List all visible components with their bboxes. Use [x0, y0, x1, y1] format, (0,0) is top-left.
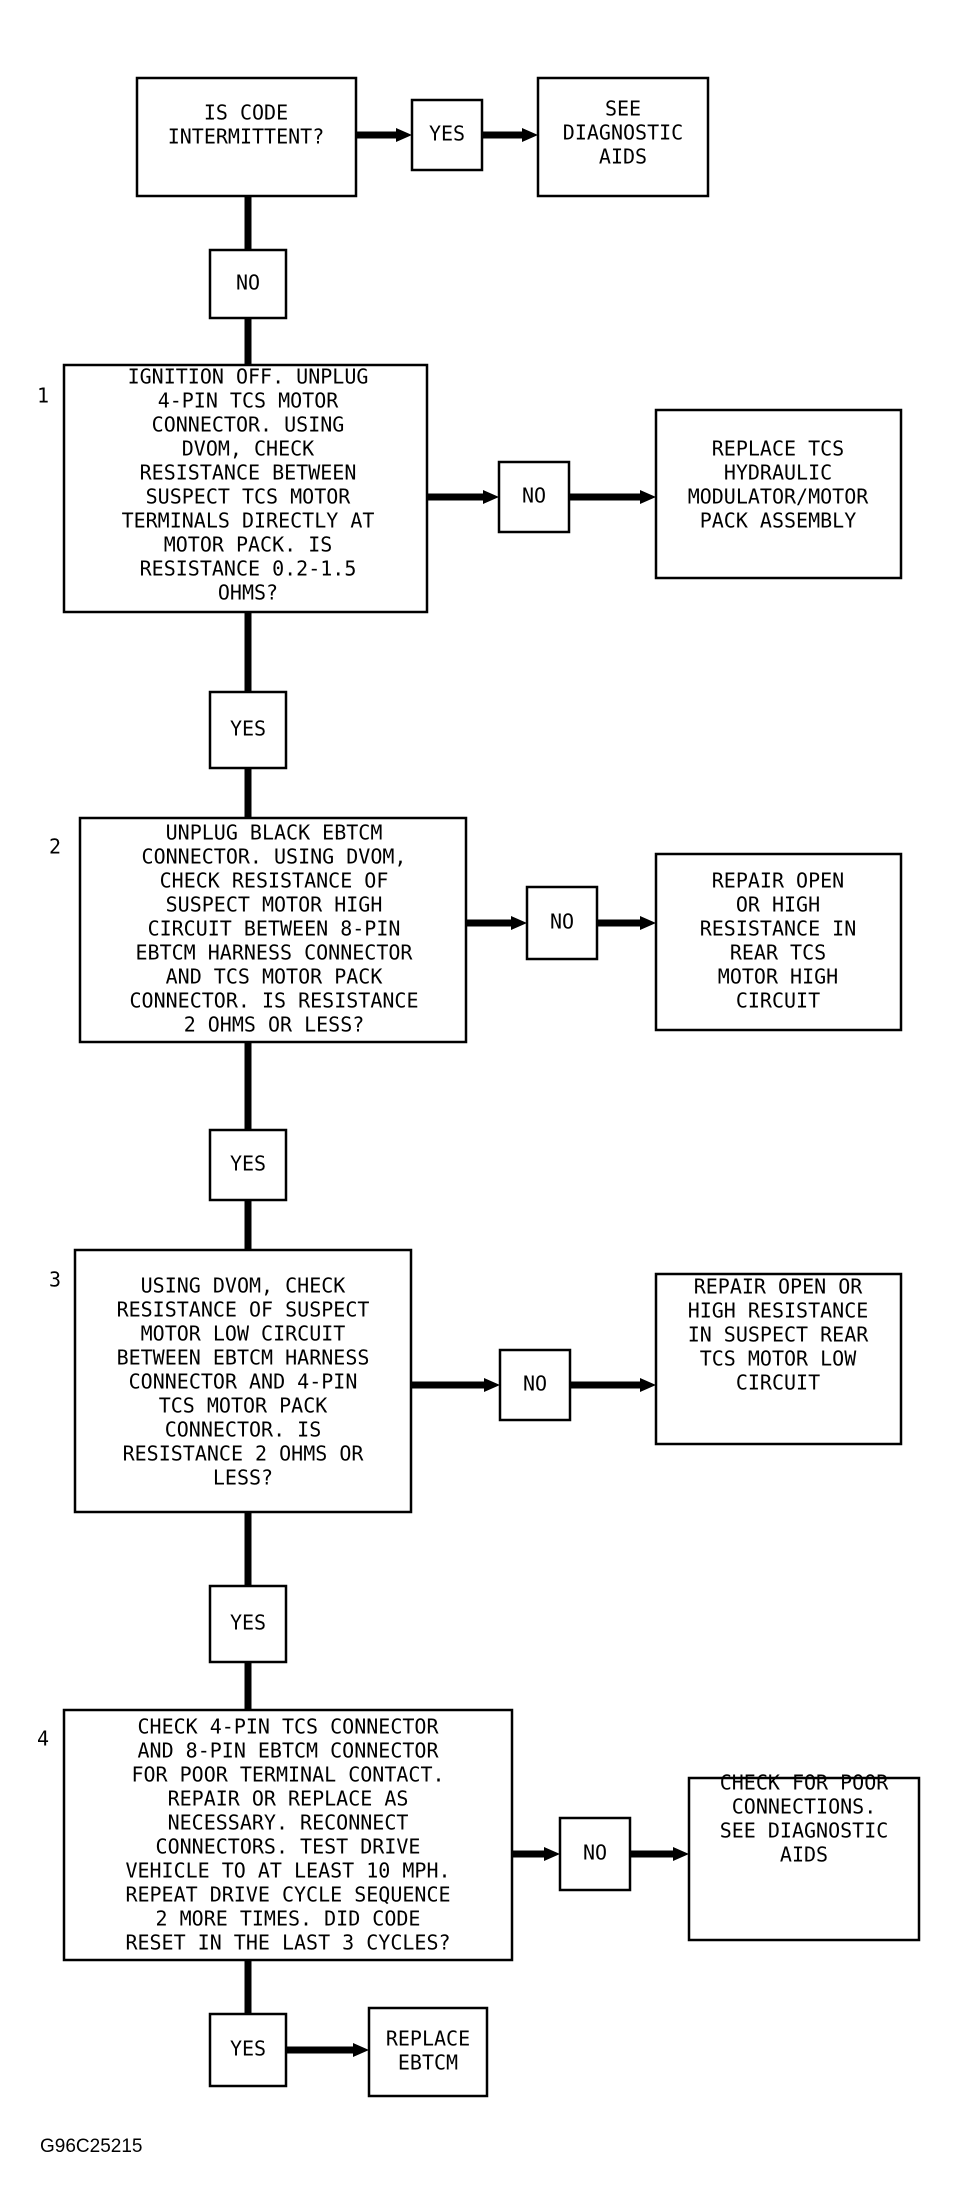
step-2-action-box: [654, 852, 903, 1032]
step-1-yes-box: [208, 690, 288, 770]
step-4-no-box: [558, 1816, 632, 1892]
step-2-no-label: NO: [550, 910, 574, 934]
step-2-number: 2: [49, 835, 61, 859]
step-3-question-box: [73, 1248, 413, 1514]
step-2-question-box: [78, 816, 468, 1044]
step-3-no-connector-left: [411, 1378, 500, 1392]
figure-id: G96C25215: [40, 2136, 142, 2157]
step-2-no-box: [525, 885, 599, 961]
step-4-number: 4: [37, 1727, 49, 1751]
step-2-yes-label: YES: [230, 1152, 266, 1176]
step-4-action-box: [687, 1776, 921, 1942]
step-2-yes-box: [208, 1128, 288, 1202]
step-3-number: 3: [49, 1268, 61, 1292]
intermittent-result-connector: [482, 128, 538, 142]
step-3-no-connector-right: [570, 1378, 656, 1392]
step-3-no-box: [498, 1348, 572, 1422]
step-1-yes-label: YES: [230, 717, 266, 741]
start-no-box: [208, 248, 288, 320]
start-yes-box: [410, 98, 484, 172]
step-4-question-box: [62, 1708, 514, 1962]
step-1-question-box: [62, 363, 429, 614]
step-4-no-connector-right: [630, 1847, 689, 1861]
step-1-no-label: NO: [522, 484, 546, 508]
start-no-label: NO: [236, 271, 260, 295]
final-action-connector: [286, 2043, 369, 2057]
step-3-no-label: NO: [523, 1372, 547, 1396]
intermittent-result-box: [536, 76, 710, 198]
step-2-no-connector-right: [597, 916, 656, 930]
step-1-no-box: [497, 460, 571, 534]
flow-boxes: [62, 76, 921, 2098]
start-yes-connector: [356, 128, 412, 142]
step-4-no-connector-left: [512, 1847, 560, 1861]
step-1-no-connector-right: [569, 490, 656, 504]
step-3-action-box: [654, 1272, 903, 1446]
step-1-number: 1: [37, 384, 49, 408]
step-1-no-connector-left: [427, 490, 499, 504]
final-action-box: [367, 2006, 489, 2098]
start-question-box: [135, 76, 358, 198]
start-yes-label: YES: [429, 122, 465, 146]
step-2-no-connector-left: [466, 916, 527, 930]
flow-connectors: [244, 128, 689, 2057]
step-3-yes-label: YES: [230, 1611, 266, 1635]
step-4-yes-label: YES: [230, 2037, 266, 2061]
step-4-no-label: NO: [583, 1841, 607, 1865]
step-1-action-box: [654, 408, 903, 580]
step-4-yes-box: [208, 2012, 288, 2088]
step-3-yes-box: [208, 1584, 288, 1664]
